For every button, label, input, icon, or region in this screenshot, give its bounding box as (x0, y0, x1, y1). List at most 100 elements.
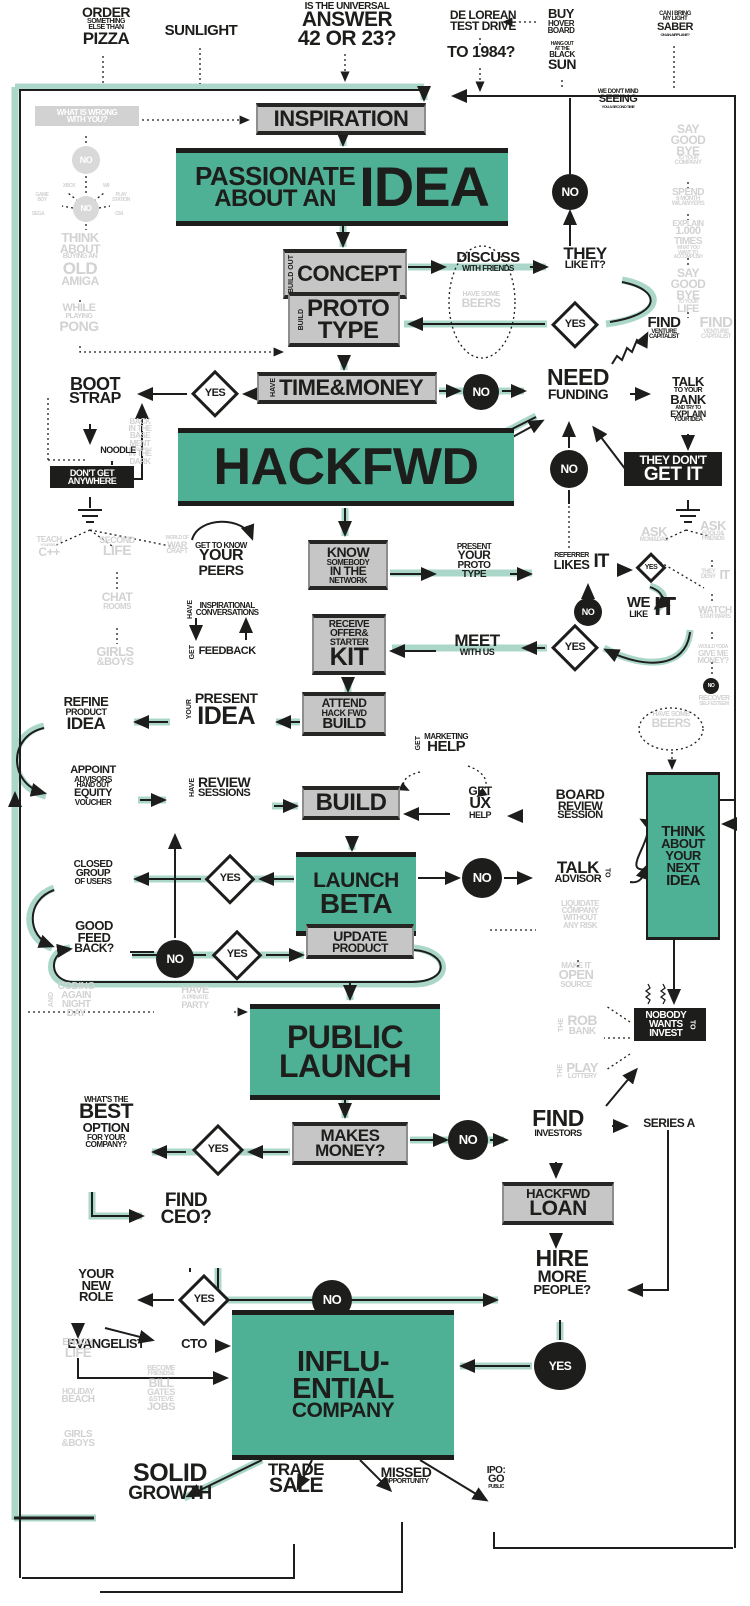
no-circle-2: NO (463, 374, 499, 410)
yes-ellipse: YES (534, 1342, 586, 1390)
no-circle-faded-1: NO (72, 146, 100, 174)
console-xbox: XBOX (62, 183, 76, 189)
yes-diamond-5: YES (210, 928, 264, 982)
yes-diamond-4: YES (203, 852, 257, 906)
yes-diamond-7: YES (176, 1272, 232, 1328)
no-circle-4: NO (462, 858, 502, 898)
ground-icon (676, 509, 700, 523)
evangelist: EVANGELIST (67, 1336, 145, 1351)
no-circle-5: NO (156, 940, 194, 978)
yes-diamond-3: YES (549, 622, 601, 674)
yes-diamond-1: YES (549, 299, 601, 351)
dashed-connector-paths (28, 17, 713, 1071)
no-circle-3: NO (550, 450, 588, 488)
black-connector-paths (7, 86, 737, 1593)
no-circle-6: NO (448, 1120, 488, 1160)
cto: CTO (181, 1336, 207, 1351)
yes-diamond-small: YES (634, 551, 668, 585)
resistor-zigzag-icon (644, 983, 667, 1005)
yes-diamond-2: YES (189, 368, 241, 420)
top-to-1984: TO 1984? (447, 44, 515, 61)
yes-diamond-6: YES (190, 1122, 246, 1178)
girls-and-boys-1: GIRLS&BOYS (96, 644, 134, 668)
girls-and-boys-2: GIRLS&BOYS (61, 1429, 95, 1449)
top-sunlight: SUNLIGHT (164, 22, 238, 39)
console-wii: WII (103, 183, 110, 189)
noodle: NOODLE (100, 445, 136, 455)
no-circle-tiny: NO (703, 678, 719, 694)
console-c64: C64 (115, 211, 123, 217)
no-circle-top: NO (552, 174, 588, 210)
ground-icon (78, 509, 102, 523)
build-box: BUILD (302, 786, 400, 820)
